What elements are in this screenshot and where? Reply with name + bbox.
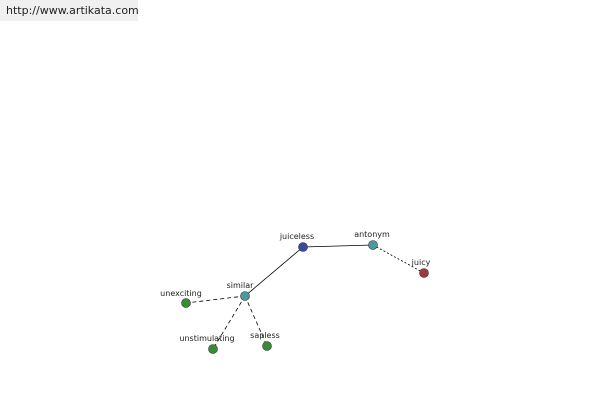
graph-nodes: juiceless antonym juicy similar unexciti… (160, 230, 431, 354)
node-unstimulating-label: unstimulating (179, 334, 234, 343)
node-juiceless-dot[interactable] (298, 242, 308, 252)
graph-edges (185, 244, 425, 350)
node-unexciting[interactable]: unexciting (160, 289, 202, 308)
node-juiceless[interactable]: juiceless (279, 232, 314, 252)
node-juicy[interactable]: juicy (411, 258, 431, 278)
node-juiceless-label: juiceless (279, 232, 314, 241)
node-juicy-label: juicy (411, 258, 431, 267)
node-unexciting-dot[interactable] (181, 298, 191, 308)
node-antonym-dot[interactable] (368, 240, 378, 250)
edge-similar-sapless (244, 295, 268, 347)
edge-similar-unstimulating (212, 295, 246, 350)
node-unstimulating-dot[interactable] (208, 344, 218, 354)
node-juicy-dot[interactable] (419, 268, 429, 278)
node-sapless[interactable]: sapless (250, 331, 280, 351)
source-url-banner: http://www.artikata.com (0, 0, 139, 21)
edge-antonym-juicy (372, 244, 425, 274)
node-sapless-dot[interactable] (262, 341, 272, 351)
node-antonym-label: antonym (354, 230, 390, 239)
edge-similar-unexciting (185, 295, 246, 304)
node-sapless-label: sapless (250, 331, 280, 340)
node-unstimulating[interactable]: unstimulating (179, 334, 235, 354)
node-similar-dot[interactable] (240, 291, 250, 301)
edge-juiceless-antonym (302, 244, 374, 248)
edge-juiceless-similar (244, 246, 304, 297)
node-antonym[interactable]: antonym (354, 230, 390, 250)
node-unexciting-label: unexciting (160, 289, 202, 298)
node-similar-label: similar (227, 281, 255, 290)
source-url-link[interactable]: http://www.artikata.com (6, 4, 139, 17)
node-similar[interactable]: similar (227, 281, 255, 301)
